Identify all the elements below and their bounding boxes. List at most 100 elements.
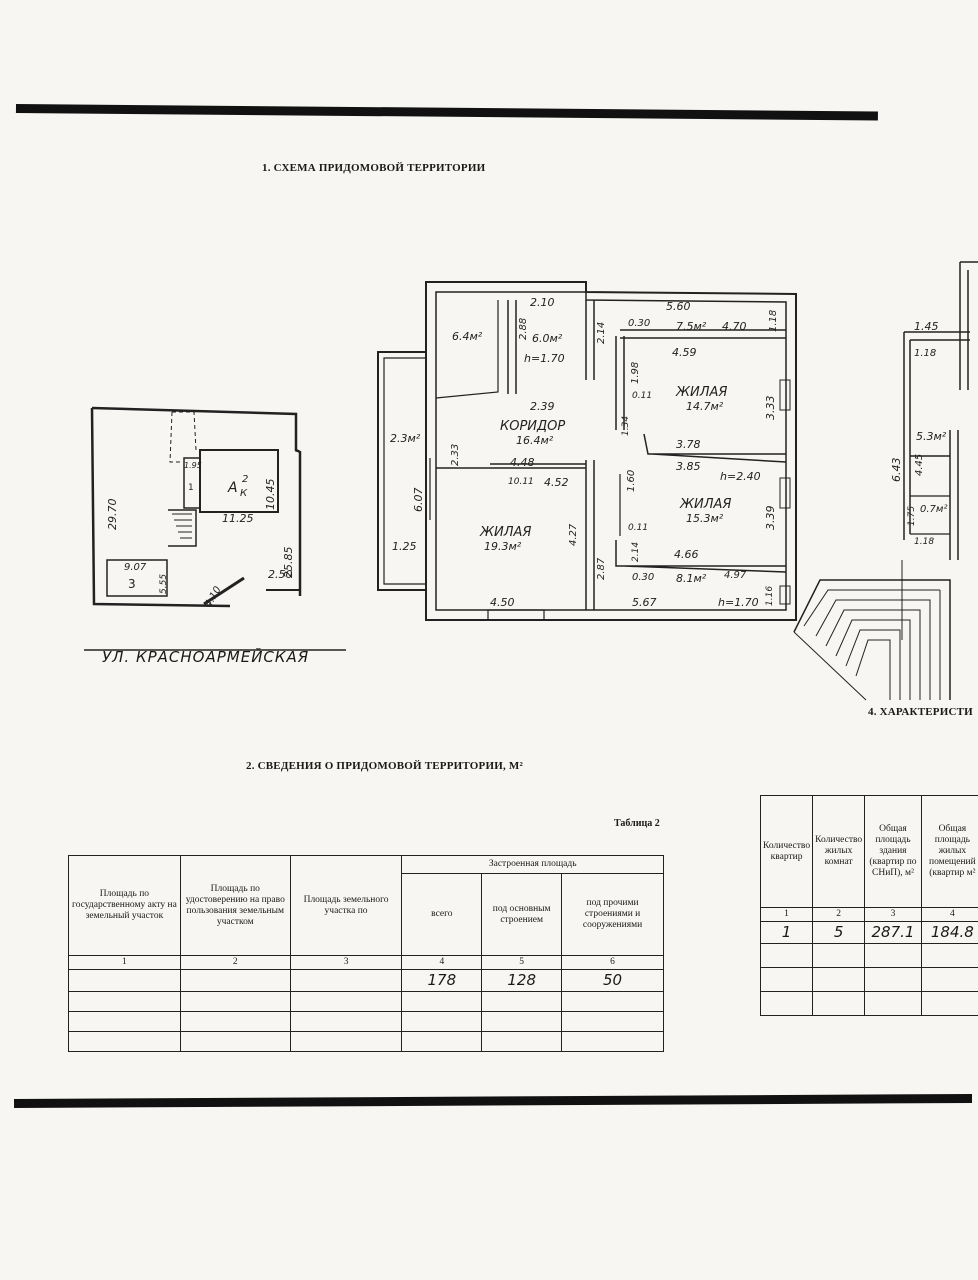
dim-5-60: 5.60 [666,300,691,313]
t4-empty [812,967,866,992]
t4-header-komnat: Количество жилых комнат [812,795,866,908]
dim-0-11-b: 0.11 [628,523,648,533]
dim-0-30: 0.30 [628,318,650,329]
t2-empty [289,991,403,1012]
t2-header-prochimi: под прочими строениями и сооружениями [561,873,664,956]
t4-header-obshchaya-zhilyh: Общая площадь жилых помещений (квартир м… [920,795,978,908]
t2-header-udostoverenie: Площадь по удостоверению на право пользо… [179,855,291,956]
site-mark-2: 2 [242,474,248,485]
t2-empty [179,1011,291,1032]
t4-empty [864,967,922,992]
dim-h-2-40: h=2.40 [720,470,761,483]
t4-num-1: 1 [759,907,814,922]
t2-val-2 [179,969,291,992]
room-name-zhilaya-2: ЖИЛАЯ [479,525,531,540]
t2-num-3: 3 [289,955,403,970]
t4-num-2: 2 [812,907,866,922]
t4-val-komnat: 5 [812,921,866,944]
dim-4-52: 4.52 [544,476,569,489]
site-mark-k: К [240,488,248,499]
t2-empty [179,1031,291,1052]
t4-empty [812,991,866,1016]
dim-2-14: 2.14 [596,322,607,344]
t2-num-6: 6 [561,955,664,970]
dim-3-39: 3.39 [764,506,777,531]
room-name-koridor: КОРИДОР [500,419,565,434]
t4-header-obshchaya-zdaniya: Общая площадь здания (квартир по СНиП), … [864,795,922,908]
t2-group-header: Застроенная площадь [401,855,664,874]
t2-empty [561,991,664,1012]
t2-empty [561,1011,664,1032]
t2-header-osnovnym: под основным строением [481,873,563,956]
room-area-16-4: 16.4м² [516,434,554,447]
t2-empty [401,991,483,1012]
t2-num-5: 5 [481,955,563,970]
room-name-zhilaya-1: ЖИЛАЯ [675,385,727,400]
t2-val-vsego: 178 [401,969,483,992]
t4-num-4: 4 [920,907,978,922]
room-area-15-3: 15.3м² [686,512,724,525]
room-area-14-7: 14.7м² [686,400,724,413]
t4-empty [759,943,814,968]
dim-6-07: 6.07 [412,488,425,513]
t4-header-kvartir: Количество квартир [759,795,814,908]
section1-title: 1. СХЕМА ПРИДОМОВОЙ ТЕРРИТОРИИ [262,162,486,174]
site-mark-1: 1 [188,483,194,493]
dim-2-10: 2.10 [530,296,555,309]
t2-empty [289,1011,403,1032]
t2-val-3 [289,969,403,992]
t2-header-vsego: всего [401,873,483,956]
site-dim-1-95: 1.95 [184,461,202,470]
room-area-6-4: 6.4м² [452,330,483,343]
dim-4-66: 4.66 [674,548,699,561]
dim-2-88: 2.88 [518,318,529,340]
dim-4-27: 4.27 [568,523,579,546]
t2-empty [481,1011,563,1032]
room-area-8-1: 8.1м² [676,572,707,585]
t2-num-1: 1 [68,955,181,970]
t2-empty [401,1031,483,1052]
site-dim-5-55: 5.55 [159,574,169,594]
dim-1-60: 1.60 [626,470,637,492]
t2-empty [481,991,563,1012]
dim-3-78: 3.78 [676,438,701,451]
site-dim-10-45: 10.45 [264,479,277,511]
t4-empty [759,991,814,1016]
dim-2-87: 2.87 [596,557,607,580]
room-area-6-0: 6.0м² [532,332,563,345]
site-dim-11-25: 11.25 [222,512,254,525]
right-partial-plan [793,261,978,701]
right-dim-1-75: 1.75 [907,506,917,526]
floor-plan [377,281,797,621]
dim-4-70: 4.70 [722,320,747,333]
room-area-7-5: 7.5м² [676,320,707,333]
room-h-1-70: h=1.70 [524,352,565,365]
right-dim-1-45: 1.45 [914,320,939,333]
t2-num-2: 2 [179,955,291,970]
right-area-0-7: 0.7м² [920,504,947,515]
dim-4-59: 4.59 [672,346,697,359]
right-dim-1-18-b: 1.18 [914,537,934,547]
right-dim-1-18: 1.18 [914,348,936,359]
table2-caption: Таблица 2 [614,818,660,829]
dim-1-98: 1.98 [630,362,641,384]
t2-header-gos-akt: Площадь по государственному акту на земе… [68,855,181,956]
dim-5-67: 5.67 [632,596,657,609]
right-dim-6-43: 6.43 [890,458,903,483]
t4-empty [864,943,922,968]
t2-empty [401,1011,483,1032]
dim-10-11: 10.11 [508,477,534,487]
t4-val-obshchaya: 287.1 [864,921,922,944]
dim-2-33: 2.33 [450,444,461,466]
site-mark-a: А [227,480,238,496]
dim-1-18: 1.18 [768,310,779,332]
t2-empty [68,1011,181,1032]
t4-empty [920,991,978,1016]
t2-val-osnovnym: 128 [481,969,563,992]
t2-empty [289,1031,403,1052]
dim-0-11: 0.11 [632,391,652,401]
dim-3-33: 3.33 [764,396,777,421]
dim-4-48: 4.48 [510,456,535,469]
site-plan [90,406,302,608]
